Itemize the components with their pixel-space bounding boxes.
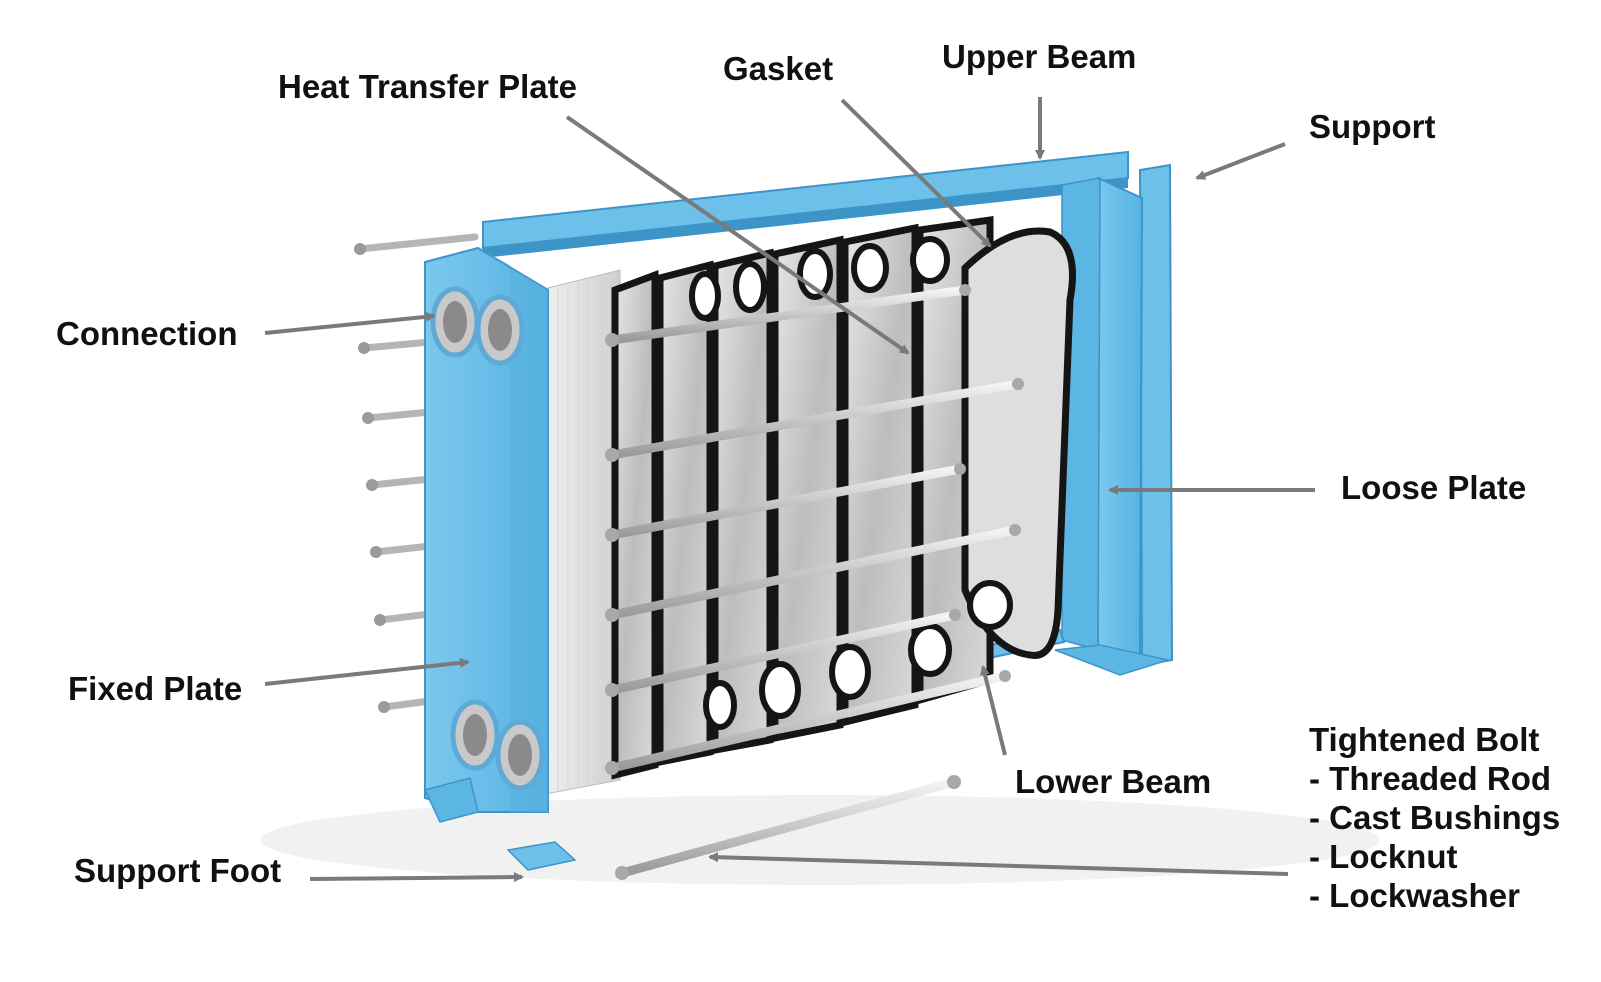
label-connection: Connection bbox=[56, 315, 238, 352]
tie-rods bbox=[607, 285, 1023, 773]
tightened-bolt-item: - Locknut bbox=[1309, 838, 1458, 875]
label-tightened-bolt: Tightened Bolt - Threaded Rod - Cast Bus… bbox=[1309, 720, 1560, 915]
gasket-outline bbox=[961, 227, 1076, 659]
label-fixed-plate: Fixed Plate bbox=[68, 670, 243, 707]
label-gasket: Gasket bbox=[723, 50, 834, 87]
leader-lines bbox=[264, 97, 1315, 883]
label-support: Support bbox=[1309, 108, 1436, 145]
tightened-bolt-item: - Threaded Rod bbox=[1309, 760, 1552, 797]
tie-rod-ends bbox=[356, 233, 479, 711]
connection-ports bbox=[430, 286, 545, 791]
label-lower-beam: Lower Beam bbox=[1015, 763, 1212, 800]
tightened-bolt-title: Tightened Bolt bbox=[1309, 721, 1540, 758]
loose-plate bbox=[1097, 176, 1144, 670]
label-heat-transfer-plate: Heat Transfer Plate bbox=[278, 68, 577, 105]
loose-bolt bbox=[617, 777, 959, 878]
support-post bbox=[1138, 163, 1174, 667]
tightened-bolt-item: - Cast Bushings bbox=[1309, 799, 1561, 836]
tightened-bolt-item: - Lockwasher bbox=[1309, 877, 1520, 914]
label-upper-beam: Upper Beam bbox=[942, 38, 1137, 75]
label-loose-plate: Loose Plate bbox=[1341, 469, 1527, 506]
label-support-foot: Support Foot bbox=[74, 852, 282, 889]
support-foot bbox=[423, 777, 577, 871]
